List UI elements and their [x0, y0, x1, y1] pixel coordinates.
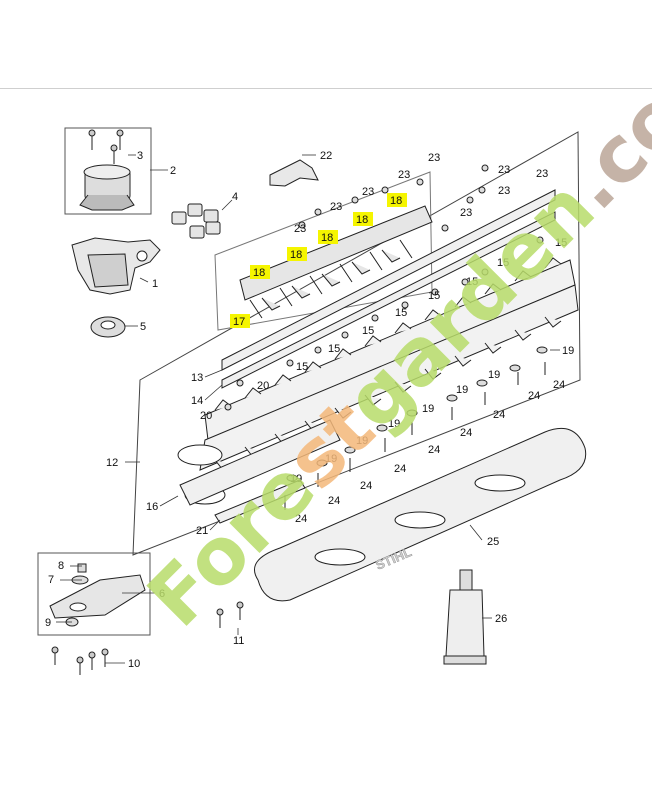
- callout-10: 10: [128, 658, 140, 670]
- highlight-18-a: [250, 265, 270, 279]
- callout-3: 3: [137, 150, 143, 162]
- callout-24-a: 24: [553, 379, 565, 391]
- bushings-part: [171, 203, 221, 239]
- callout-9: 9: [45, 617, 51, 629]
- callout-15-e: 15: [395, 307, 407, 319]
- callout-19-b: 19: [488, 369, 500, 381]
- callout-18-d: 18: [356, 214, 368, 226]
- screw-part-3: [88, 129, 124, 164]
- callout-18-b: 18: [290, 249, 302, 261]
- blade-guard-part: [254, 428, 587, 602]
- blade-assembly-outline: [132, 131, 581, 556]
- fastener-set: [224, 164, 548, 510]
- guide-plate-part: [179, 419, 341, 524]
- callout-14: 14: [191, 395, 203, 407]
- callout-23-f: 23: [498, 164, 510, 176]
- callout-19-d: 19: [422, 403, 434, 415]
- callout-23-h: 23: [498, 185, 510, 197]
- callout-12: 12: [106, 457, 118, 469]
- callout-16: 16: [146, 501, 158, 513]
- callout-24-h: 24: [328, 495, 340, 507]
- callout-23-c: 23: [362, 186, 374, 198]
- grease-tube-part: [443, 569, 487, 665]
- callout-23-g: 23: [536, 168, 548, 180]
- callout-24-f: 24: [394, 463, 406, 475]
- callout-24-b: 24: [528, 390, 540, 402]
- callout-7: 7: [48, 574, 54, 586]
- callout-19-e: 19: [388, 418, 400, 430]
- subassembly-box-gear: [64, 127, 152, 215]
- callout-20-a: 20: [257, 380, 269, 392]
- callout-18-e: 18: [390, 195, 402, 207]
- callout-24-i: 24: [295, 513, 307, 525]
- callout-23-a: 23: [428, 152, 440, 164]
- highlight-18-c: [318, 230, 338, 244]
- callout-15-h: 15: [296, 361, 308, 373]
- callout-22: 22: [320, 150, 332, 162]
- highlight-17: [230, 314, 250, 328]
- callout-8: 8: [58, 560, 64, 572]
- gear-housing-part: [71, 237, 161, 295]
- page-divider: [0, 88, 652, 89]
- screw-part-10-11: [51, 601, 244, 675]
- callout-18-c: 18: [321, 232, 333, 244]
- subassembly-box-gearhead: [37, 552, 151, 636]
- callout-24-d: 24: [460, 427, 472, 439]
- leader-lines: [56, 154, 560, 664]
- highlight-boxes: [230, 193, 407, 328]
- callout-15-g: 15: [328, 343, 340, 355]
- callout-4: 4: [232, 191, 238, 203]
- callout-21: 21: [196, 525, 208, 537]
- callout-labels: 1 2 3 4 5 6 7 8 9 10 11 12 13 14 16 17 1…: [45, 150, 574, 670]
- highlight-18-e: [387, 193, 407, 207]
- bearing-part: [90, 316, 126, 338]
- callout-19-g: 19: [325, 453, 337, 465]
- callout-6: 6: [159, 588, 165, 600]
- callout-15-a: 15: [555, 237, 567, 249]
- cam-part: [269, 159, 319, 187]
- cutter-assembly-part: [239, 205, 433, 319]
- gearbox-cover-part: [49, 563, 146, 627]
- callout-23-i: 23: [460, 207, 472, 219]
- callout-11: 11: [233, 635, 244, 647]
- gear-part: [79, 164, 135, 211]
- callout-1: 1: [152, 278, 158, 290]
- callout-25: 25: [487, 536, 499, 548]
- callout-26: 26: [495, 613, 507, 625]
- callout-23-b: 23: [398, 169, 410, 181]
- callout-17: 17: [233, 316, 245, 328]
- callout-15-d: 15: [428, 290, 440, 302]
- callout-15-c: 15: [466, 276, 478, 288]
- callout-23-e: 23: [294, 223, 306, 235]
- callout-24-g: 24: [360, 480, 372, 492]
- callout-19-f: 19: [356, 435, 368, 447]
- callout-23-d: 23: [330, 201, 342, 213]
- callout-18-a: 18: [253, 267, 265, 279]
- callout-19-c: 19: [456, 384, 468, 396]
- highlight-18-d: [353, 212, 373, 226]
- callout-15-b: 15: [497, 257, 509, 269]
- callout-20-b: 20: [200, 410, 212, 422]
- callout-2: 2: [170, 165, 176, 177]
- callout-24-c: 24: [493, 409, 505, 421]
- callout-5: 5: [140, 321, 146, 333]
- callout-19-h: 19: [290, 473, 302, 485]
- callout-19-a: 19: [562, 345, 574, 357]
- callout-13: 13: [191, 372, 203, 384]
- callout-15-f: 15: [362, 325, 374, 337]
- callout-24-e: 24: [428, 444, 440, 456]
- blade-part: [177, 257, 579, 505]
- highlight-18-b: [287, 247, 307, 261]
